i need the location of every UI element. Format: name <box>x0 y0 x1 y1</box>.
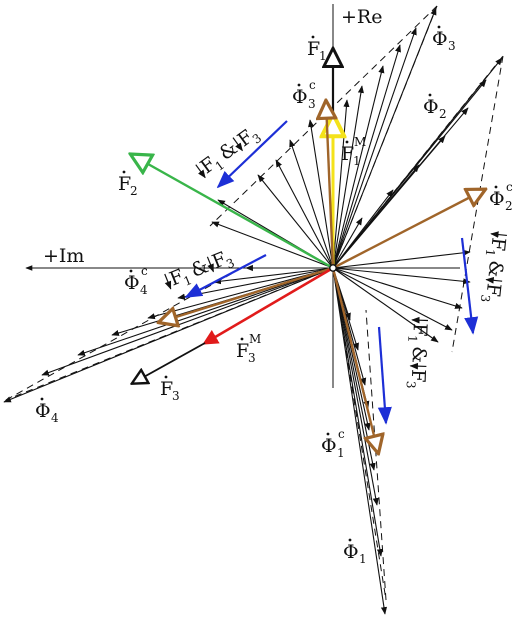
svg-text:Φ: Φ <box>432 28 448 50</box>
svg-text:3: 3 <box>308 97 316 111</box>
svg-text:F: F <box>236 340 249 362</box>
svg-text:Φ: Φ <box>35 400 51 422</box>
svg-text:1: 1 <box>353 154 361 168</box>
svg-text:3: 3 <box>248 351 256 365</box>
svg-text:&: & <box>484 259 508 278</box>
svg-text:1: 1 <box>359 552 367 566</box>
blue-vector-left <box>184 254 267 298</box>
label-f2: F 2 <box>118 170 138 198</box>
f3m-vector <box>202 266 334 345</box>
label-phi1c: Φ 1 c <box>321 427 345 460</box>
svg-text:Φ: Φ <box>321 435 337 457</box>
svg-text:F: F <box>341 143 354 165</box>
svg-text:F: F <box>408 323 430 337</box>
svg-text:c: c <box>506 180 513 194</box>
label-phi4: Φ 4 <box>35 397 59 425</box>
svg-text:F: F <box>407 369 429 383</box>
svg-text:M: M <box>354 135 366 149</box>
re-axis-label: +Re <box>341 6 382 28</box>
f2-vector <box>132 155 334 270</box>
svg-text:3: 3 <box>478 294 493 303</box>
svg-text:F: F <box>307 38 320 60</box>
blue-vector-upper <box>216 120 288 189</box>
phi2c-vector <box>332 190 484 270</box>
label-phi1: Φ 1 <box>343 538 367 566</box>
blue-vector-lower <box>377 326 392 425</box>
blue-vector-right <box>460 237 479 335</box>
svg-text:Φ: Φ <box>489 188 505 210</box>
label-phi2c: Φ 2 c <box>489 180 513 213</box>
svg-text:Φ: Φ <box>292 86 308 108</box>
svg-text:1: 1 <box>337 446 345 460</box>
svg-text:1: 1 <box>483 248 498 257</box>
combo-label-right: F 1 & F 3 <box>478 231 510 303</box>
svg-text:4: 4 <box>140 283 148 297</box>
phi1c-vector <box>331 267 378 452</box>
label-phi3: Φ 3 <box>432 25 456 53</box>
svg-text:Φ: Φ <box>423 96 439 118</box>
svg-text:F: F <box>118 173 131 195</box>
svg-text:F: F <box>160 378 173 400</box>
svg-text:2: 2 <box>505 199 513 213</box>
svg-text:c: c <box>141 264 148 278</box>
f3-vector <box>133 342 206 383</box>
label-phi3c: Φ 3 c <box>292 78 316 111</box>
svg-text:Φ: Φ <box>343 541 359 563</box>
svg-text:F: F <box>482 282 505 297</box>
svg-text:3: 3 <box>172 389 180 403</box>
im-axis-label: +Im <box>43 245 84 267</box>
phi4c-vector <box>160 266 334 322</box>
svg-text:Φ: Φ <box>124 272 140 294</box>
svg-text:3: 3 <box>404 381 418 389</box>
label-f1: F 1 <box>307 35 327 63</box>
svg-text:2: 2 <box>130 184 138 198</box>
svg-text:3: 3 <box>448 39 456 53</box>
svg-text:c: c <box>338 427 345 441</box>
svg-text:1: 1 <box>405 335 419 343</box>
phi3c-vector <box>326 102 333 269</box>
svg-text:F: F <box>486 236 509 251</box>
svg-text:4: 4 <box>51 411 59 425</box>
svg-text:&: & <box>408 346 431 364</box>
label-f1m: F 1 M <box>341 135 366 168</box>
combo-label-lower: F 1 & F 3 <box>404 316 431 389</box>
label-phi2: Φ 2 <box>423 93 447 121</box>
svg-text:1: 1 <box>319 49 327 63</box>
label-f3: F 3 <box>160 375 180 403</box>
label-f3m: F 3 M <box>236 332 261 365</box>
svg-text:M: M <box>249 332 261 346</box>
svg-text:c: c <box>309 78 316 92</box>
label-phi4c: Φ 4 c <box>124 264 148 297</box>
svg-text:2: 2 <box>439 107 447 121</box>
combo-label-left: F 1 & F 3 <box>164 248 237 291</box>
origin-point <box>329 264 337 272</box>
